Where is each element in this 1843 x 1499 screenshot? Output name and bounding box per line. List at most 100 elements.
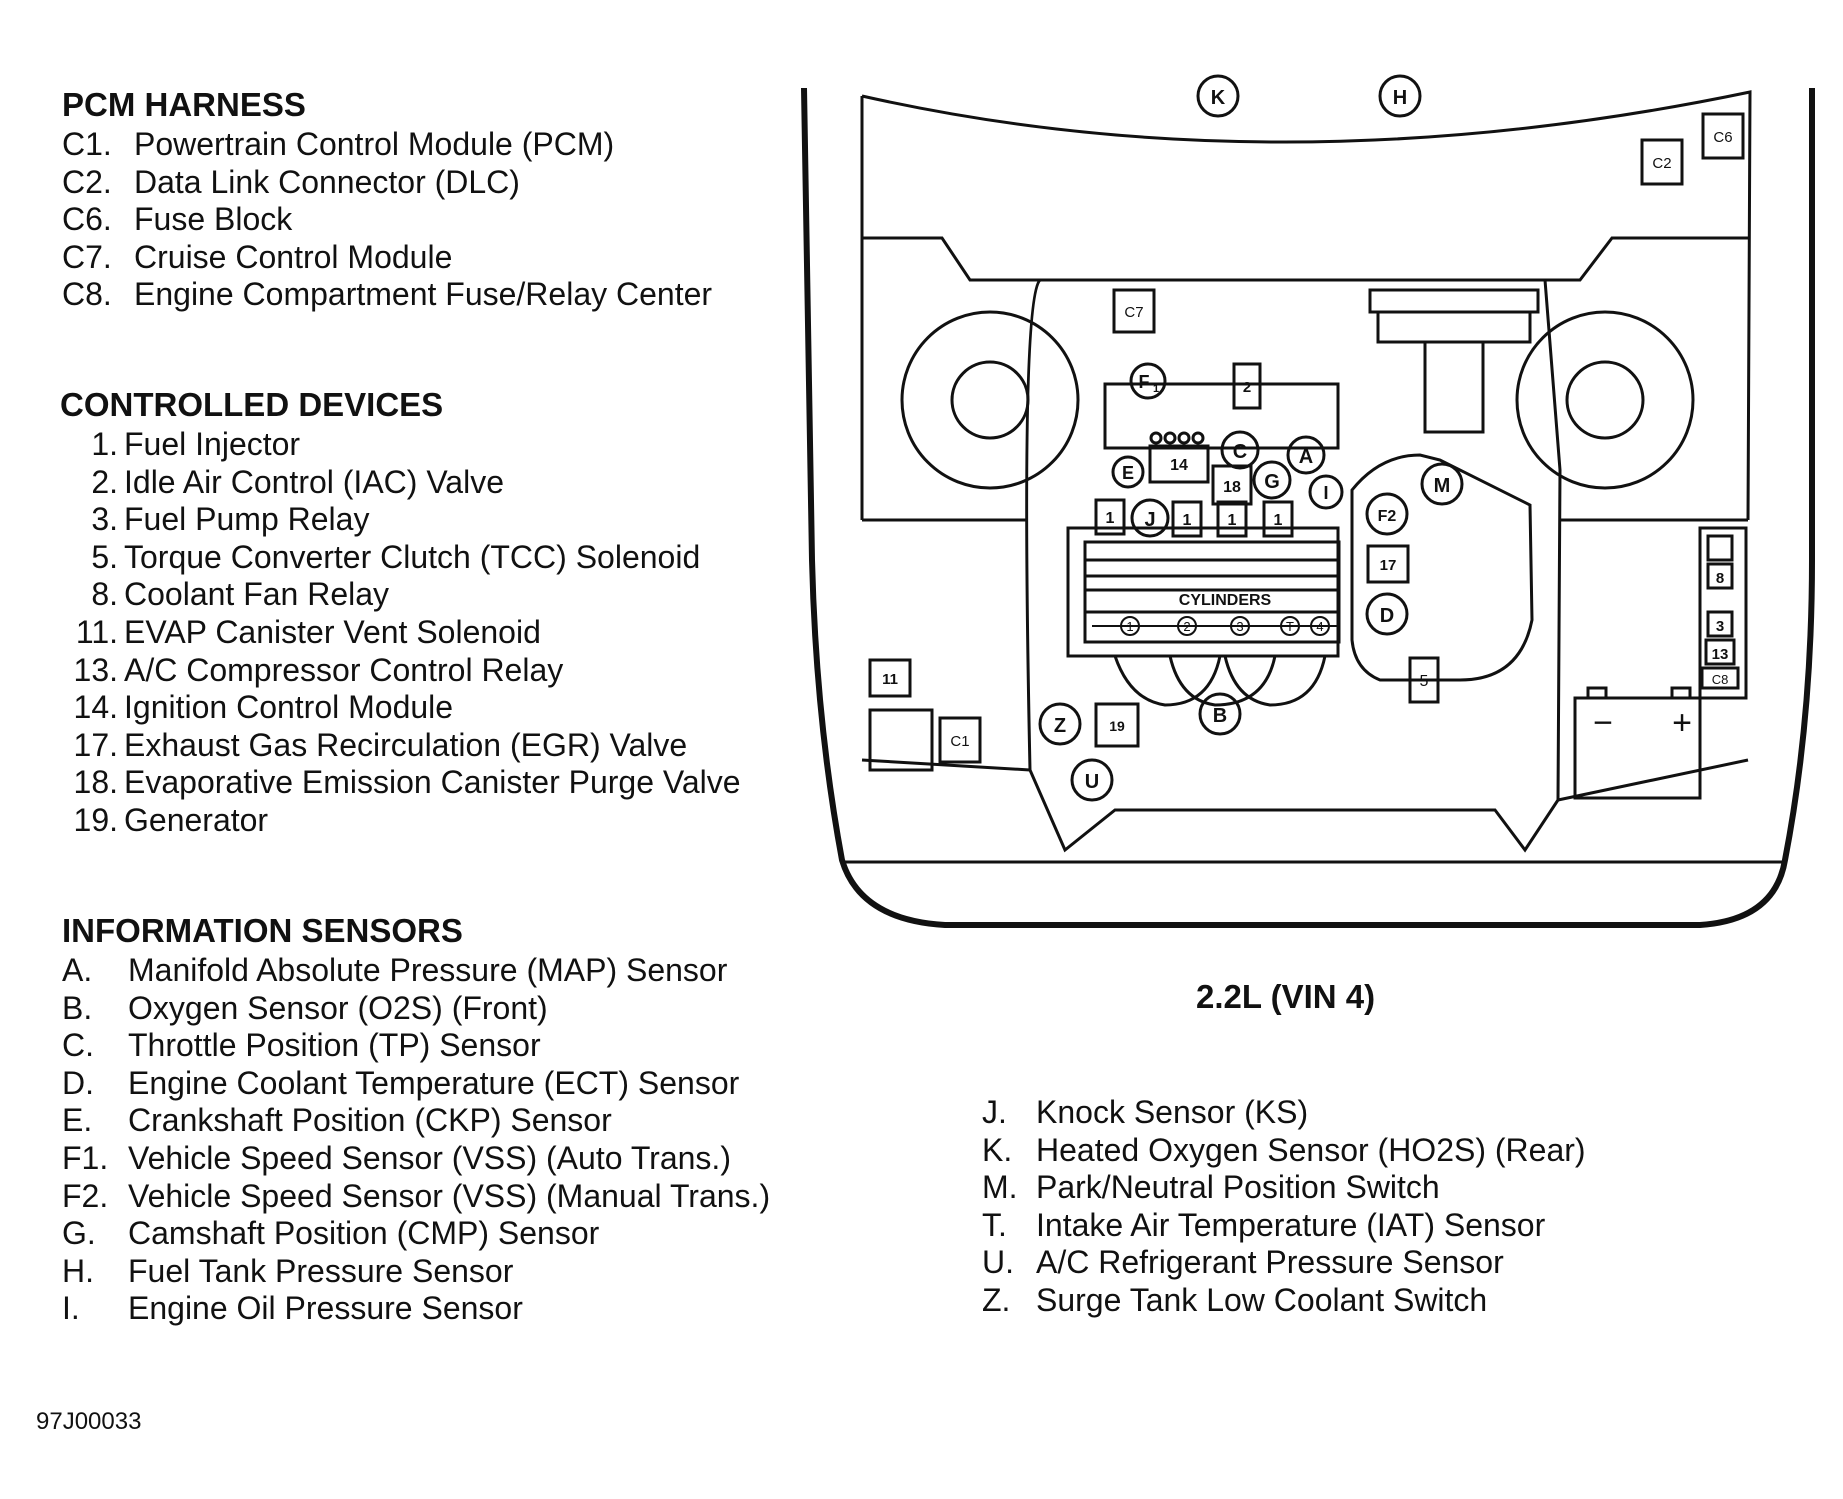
legend-row: 14.Ignition Control Module xyxy=(60,689,741,727)
legend-label: Ignition Control Module xyxy=(124,689,454,726)
legend-code: H. xyxy=(62,1252,94,1289)
legend-code: D. xyxy=(62,1064,94,1101)
marker-C8: C8 xyxy=(1700,666,1740,690)
legend-label: Cruise Control Module xyxy=(134,238,453,275)
cylinder-marker-circle xyxy=(1177,616,1197,636)
cylinder-marker-label: 2 xyxy=(1183,619,1190,634)
marker-13: 13 xyxy=(1704,638,1736,666)
legend-row: Z.Surge Tank Low Coolant Switch xyxy=(982,1282,1586,1320)
legend-label: A/C Refrigerant Pressure Sensor xyxy=(1036,1244,1504,1281)
legend-label: Vehicle Speed Sensor (VSS) (Auto Trans.) xyxy=(128,1139,731,1176)
transaxle xyxy=(1350,453,1534,682)
legend-row: 19.Generator xyxy=(60,802,741,840)
air-intake-base xyxy=(1376,310,1532,344)
marker-2-label: 2 xyxy=(1243,379,1251,396)
legend-row: B.Oxygen Sensor (O2S) (Front) xyxy=(62,990,770,1028)
legend-label: Evaporative Emission Canister Purge Valv… xyxy=(124,764,741,801)
legend-row: C.Throttle Position (TP) Sensor xyxy=(62,1027,770,1065)
legend-row: K.Heated Oxygen Sensor (HO2S) (Rear) xyxy=(982,1132,1586,1170)
legend-row: F1. Vehicle Speed Sensor (VSS) (Auto Tran… xyxy=(62,1140,770,1178)
legend-code: C6. xyxy=(62,201,112,238)
legend-row: 2.Idle Air Control (IAC) Valve xyxy=(60,464,741,502)
legend-label: Engine Compartment Fuse/Relay Center xyxy=(134,276,713,313)
marker-injector-1: 1 xyxy=(1094,498,1126,536)
marker-C1-label: C1 xyxy=(950,733,969,750)
legend-row: E.Crankshaft Position (CKP) Sensor xyxy=(62,1102,770,1140)
legend-row: F2.Vehicle Speed Sensor (VSS) (Manual Tr… xyxy=(62,1178,770,1216)
marker-K: K xyxy=(1196,74,1240,118)
marker-C: C xyxy=(1220,430,1260,470)
legend-label: Fuel Pump Relay xyxy=(124,501,370,538)
marker-C8-label: C8 xyxy=(1712,672,1729,687)
legend-row: 18.Evaporative Emission Canister Purge V… xyxy=(60,764,741,802)
marker-8-label: 8 xyxy=(1716,570,1724,587)
marker-U-label: U xyxy=(1085,771,1099,793)
marker-14-label: 14 xyxy=(1170,457,1188,474)
marker-8: 8 xyxy=(1706,534,1734,590)
marker-17-label: 17 xyxy=(1380,557,1397,574)
legend-code: 13. xyxy=(73,651,118,688)
marker-F1-sub: 1 xyxy=(1153,383,1159,395)
legend-row: 3.Fuel Pump Relay xyxy=(60,501,741,539)
marker-Z-label: Z xyxy=(1054,715,1066,737)
marker-C-label: C xyxy=(1233,441,1247,463)
legend-row: A.Manifold Absolute Pressure (MAP) Senso… xyxy=(62,952,770,990)
controlled-devices-title: CONTROLLED DEVICES xyxy=(60,386,444,423)
bay-left-lower xyxy=(861,758,1031,772)
information-sensors-legend: INFORMATION SENSORS A.Manifold Absolute … xyxy=(62,912,770,1328)
marker-G: G xyxy=(1252,460,1292,500)
cylinder-marker-label: T xyxy=(1286,619,1294,634)
marker-F2: F2 xyxy=(1365,492,1409,536)
information-sensors-title: INFORMATION SENSORS xyxy=(62,912,463,949)
cylinder-marker-label: 4 xyxy=(1316,619,1323,634)
marker-C6-label: C6 xyxy=(1713,129,1732,146)
legend-code: M. xyxy=(982,1169,1018,1206)
legend-row: C2. Data Link Connector (DLC) xyxy=(62,164,712,202)
legend-label: Surge Tank Low Coolant Switch xyxy=(1036,1281,1488,1318)
marker-C2: C2 xyxy=(1640,138,1684,186)
marker-B: B xyxy=(1198,692,1242,736)
marker-B-label: B xyxy=(1213,705,1227,727)
legend-code: C8. xyxy=(62,276,112,313)
cylinder-marker-label: 3 xyxy=(1236,619,1243,634)
legend-label: Throttle Position (TP) Sensor xyxy=(128,1027,541,1064)
marker-injector-1-label: 1 xyxy=(1106,510,1115,527)
marker-injector-3-label: 1 xyxy=(1228,512,1237,529)
legend-label: A/C Compressor Control Relay xyxy=(124,651,564,688)
legend-label: Intake Air Temperature (IAT) Sensor xyxy=(1036,1206,1546,1243)
legend-code: C2. xyxy=(62,163,112,200)
legend-row: C8. Engine Compartment Fuse/Relay Center xyxy=(62,276,712,314)
marker-H-label: H xyxy=(1393,87,1407,109)
legend-row: 1.Fuel Injector xyxy=(60,426,741,464)
marker-F2-label: F2 xyxy=(1378,508,1397,525)
legend-code: J. xyxy=(982,1094,1007,1130)
marker-injector-2: 1 xyxy=(1171,500,1203,538)
pcm-harness-legend: PCM HARNESS C1.Powertrain Control Module… xyxy=(62,86,712,314)
marker-injector-3: 1 xyxy=(1216,500,1248,538)
air-duct xyxy=(1423,340,1485,434)
legend-row: I.Engine Oil Pressure Sensor xyxy=(62,1290,770,1328)
marker-I: I xyxy=(1308,474,1344,510)
legend-code: F1. xyxy=(62,1139,109,1176)
legend-code: K. xyxy=(982,1131,1013,1168)
legend-code: 19. xyxy=(73,801,118,838)
marker-D: D xyxy=(1365,592,1409,636)
marker-3-label: 3 xyxy=(1716,618,1724,635)
legend-label: Engine Coolant Temperature (ECT) Sensor xyxy=(128,1064,740,1101)
legend-label: Data Link Connector (DLC) xyxy=(134,163,520,200)
legend-row: T. Intake Air Temperature (IAT) Sensor xyxy=(982,1207,1586,1245)
marker-injector-2-label: 1 xyxy=(1183,512,1192,529)
bay-right-lower xyxy=(1557,758,1749,802)
legend-code: G. xyxy=(62,1215,96,1252)
marker-G-label: G xyxy=(1264,471,1280,493)
legend-code: 3. xyxy=(91,501,118,538)
body-outline xyxy=(801,87,1815,928)
cylinder-marker-label: 1 xyxy=(1126,619,1133,634)
marker-U: U xyxy=(1070,758,1114,802)
legend-label: Knock Sensor (KS) xyxy=(1036,1094,1309,1130)
marker-H: H xyxy=(1378,74,1422,118)
legend-row: 17.Exhaust Gas Recirculation (EGR) Valve xyxy=(60,727,741,765)
marker-A: A xyxy=(1286,435,1326,475)
legend-label: Fuel Injector xyxy=(124,426,301,462)
legend-code: T. xyxy=(982,1206,1007,1243)
